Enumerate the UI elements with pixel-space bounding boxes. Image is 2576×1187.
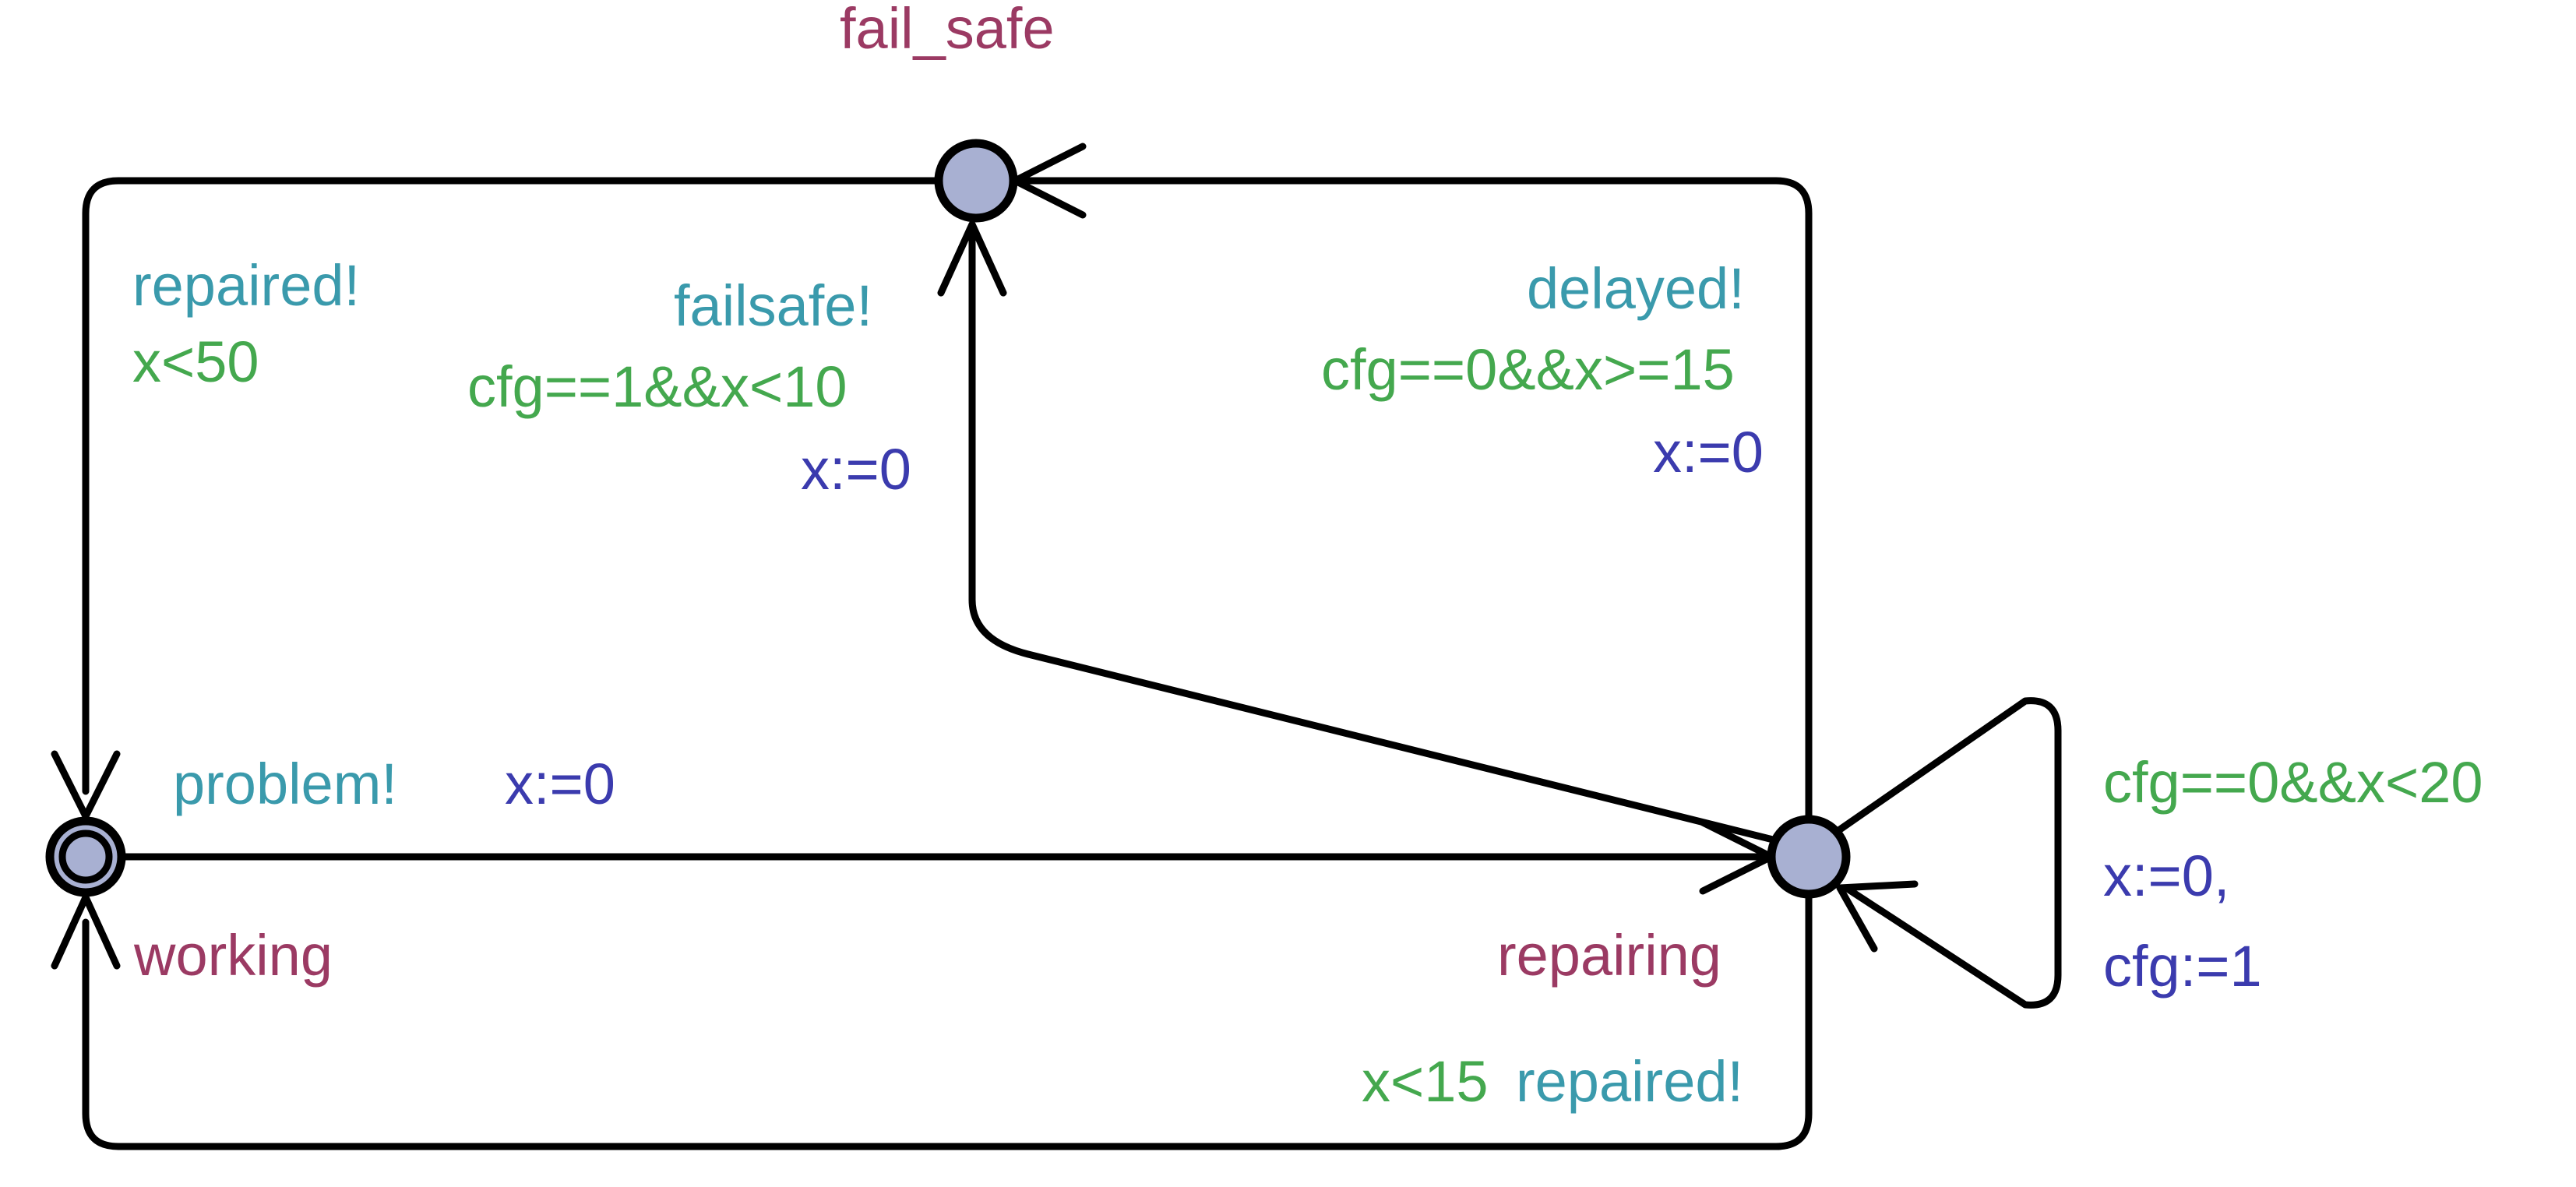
- transition-sync-delayed: delayed!: [1527, 256, 1745, 321]
- state-node-repairing[interactable]: [1767, 815, 1851, 899]
- transition-update-x-assign-0-failsafe: x:=0: [801, 437, 911, 502]
- edge-repairing-selfloop[interactable]: [1836, 697, 2062, 1009]
- transition-update-x-assign-0-delayed: x:=0: [1653, 420, 1764, 484]
- edge-repairing-to-failsafe-failsafe[interactable]: [968, 227, 1777, 844]
- transition-sync-repaired-left: repaired!: [132, 253, 360, 318]
- arrowhead-into-failsafe-bottom: [937, 220, 1007, 297]
- transition-sync-failsafe: failsafe!: [674, 273, 872, 338]
- initial-state-inner-ring: [58, 829, 113, 884]
- arrowhead-into-repairing-selfloop: [1836, 880, 1919, 953]
- state-node-fail-safe[interactable]: [934, 139, 1018, 223]
- edge-repairing-to-working-repaired[interactable]: [82, 890, 1813, 1150]
- edge-repairing-to-failsafe-delayed[interactable]: [1010, 177, 1813, 823]
- arrowhead-into-working-top: [51, 750, 121, 820]
- transition-sync-problem: problem!: [173, 752, 397, 816]
- transition-guard-cfg-eq-1: cfg==1&&x<10: [467, 354, 848, 419]
- state-label-repairing: repairing: [1497, 923, 1721, 988]
- transition-guard-cfg-eq-0-delayed: cfg==0&&x>=15: [1321, 337, 1735, 402]
- transition-guard-x-lt-50: x<50: [132, 329, 259, 394]
- transition-guard-x-lt-15: x<15: [1362, 1049, 1489, 1114]
- transition-update-selfloop-1: x:=0,: [2103, 844, 2230, 908]
- transition-guard-selfloop: cfg==0&&x<20: [2103, 750, 2483, 815]
- edge-failsafe-to-working[interactable]: [82, 177, 980, 795]
- transition-update-x-assign-0-problem: x:=0: [505, 752, 615, 816]
- transition-update-selfloop-2: cfg:=1: [2103, 934, 2262, 999]
- state-label-fail-safe: fail_safe: [840, 0, 1055, 61]
- transition-sync-repaired-bottom: repaired!: [1516, 1049, 1743, 1114]
- arrowhead-into-working-bottom: [51, 893, 121, 970]
- state-label-working: working: [133, 923, 333, 988]
